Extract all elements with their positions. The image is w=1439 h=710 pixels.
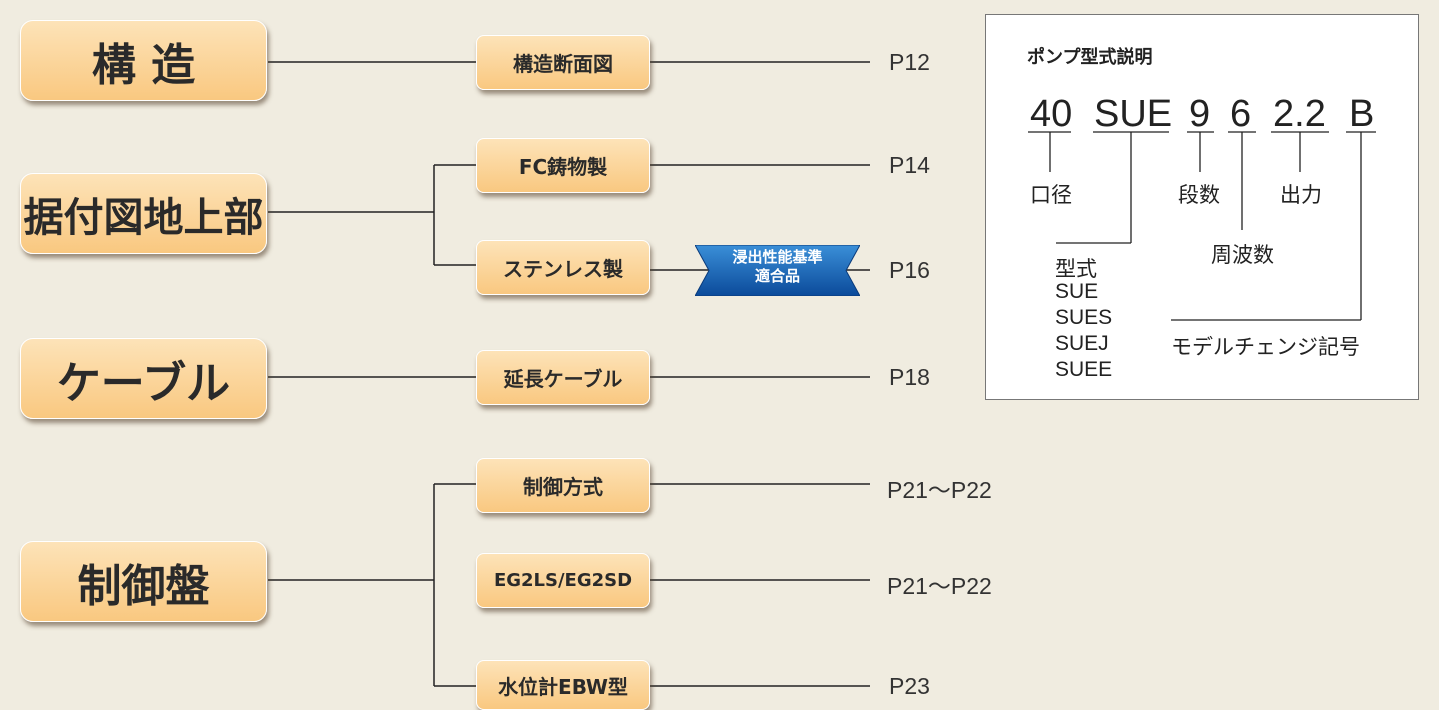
item-ext-cable[interactable]: 延長ケーブル — [476, 350, 650, 405]
page-ref-stainless[interactable]: P16 — [889, 257, 930, 283]
code-model: SUE — [1094, 93, 1173, 135]
label-change: モデルチェンジ記号 — [1171, 335, 1360, 359]
compliance-badge: 浸出性能基準 適合品 — [695, 245, 860, 296]
model-type: SUEE — [1055, 358, 1113, 381]
model-type: SUES — [1055, 306, 1113, 329]
item-ebw-label: 水位計EBW型 — [498, 674, 628, 699]
model-code-panel: ポンプ型式説明 40 SUE 9 6 2.2 B 口径 段数 出力 周波数 型式 — [985, 14, 1419, 400]
model-code-leader-lines — [1028, 131, 1376, 321]
page-ref-ebw[interactable]: P23 — [889, 673, 930, 699]
item-fc[interactable]: FC鋳物製 — [476, 138, 650, 193]
page-ref-eg2[interactable]: P21～P22 — [887, 573, 992, 599]
item-eg2[interactable]: EG2LS/EG2SD — [476, 553, 650, 608]
item-ctrl-method[interactable]: 制御方式 — [476, 458, 650, 513]
label-stages: 段数 — [1178, 183, 1220, 207]
category-install[interactable]: 据付図地上部 — [20, 173, 267, 254]
model-type-list: SUE SUES SUEJ SUEE — [1055, 279, 1112, 383]
code-change: B — [1349, 93, 1375, 135]
page-ref-ext-cable[interactable]: P18 — [889, 364, 930, 390]
code-output: 2.2 — [1273, 93, 1326, 135]
item-fc-label: FC鋳物製 — [518, 155, 608, 179]
badge-line2: 適合品 — [754, 267, 800, 285]
item-section[interactable]: 構造断面図 — [476, 35, 650, 90]
code-stages: 9 — [1189, 93, 1211, 135]
category-cable[interactable]: ケーブル — [20, 338, 267, 419]
category-install-label: 据付図地上部 — [23, 194, 264, 241]
category-structure-label: 構 造 — [91, 39, 196, 91]
category-cable-label: ケーブル — [56, 357, 231, 409]
page-ref-fc[interactable]: P14 — [889, 152, 930, 178]
item-stainless-label: ステンレス製 — [503, 257, 623, 281]
model-type: SUEJ — [1055, 332, 1109, 355]
item-ext-cable-label: 延長ケーブル — [503, 367, 623, 391]
model-type: SUE — [1055, 280, 1099, 303]
code-frequency: 6 — [1230, 93, 1252, 135]
item-ctrl-method-label: 制御方式 — [523, 475, 603, 499]
page-ref-ctrl-method[interactable]: P21～P22 — [887, 477, 992, 503]
badge-line1: 浸出性能基準 — [732, 248, 823, 266]
category-control-label: 制御盤 — [77, 560, 210, 612]
label-output: 出力 — [1280, 183, 1322, 207]
category-structure[interactable]: 構 造 — [20, 20, 267, 101]
panel-title: ポンプ型式説明 — [1027, 47, 1153, 68]
label-model: 型式 — [1055, 257, 1097, 281]
category-control[interactable]: 制御盤 — [20, 541, 267, 622]
page-ref-section[interactable]: P12 — [889, 49, 930, 75]
item-ebw[interactable]: 水位計EBW型 — [476, 660, 650, 710]
item-stainless[interactable]: ステンレス製 — [476, 240, 650, 295]
item-eg2-label: EG2LS/EG2SD — [493, 570, 633, 591]
label-bore: 口径 — [1030, 183, 1072, 207]
code-bore: 40 — [1030, 93, 1073, 135]
item-section-label: 構造断面図 — [513, 52, 613, 76]
label-frequency: 周波数 — [1211, 243, 1274, 267]
